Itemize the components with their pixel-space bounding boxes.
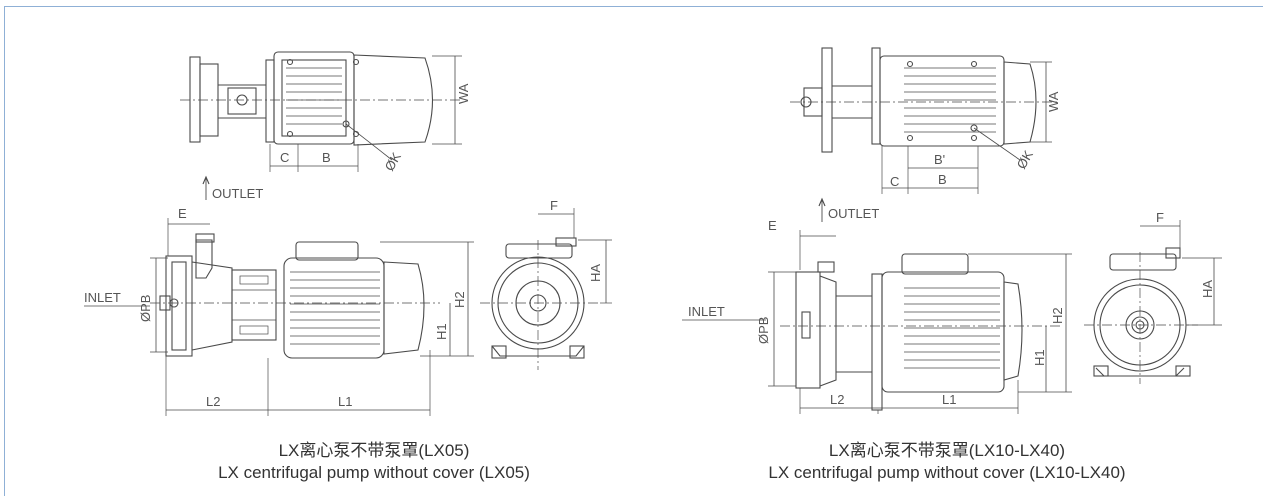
right-outlet-label: OUTLET — [828, 206, 879, 221]
left-top-view — [180, 51, 462, 172]
right-ha-label: HA — [1200, 280, 1215, 298]
right-caption: LX离心泵不带泵罩(LX10-LX40) LX centrifugal pump… — [677, 440, 1217, 484]
right-caption-en: LX centrifugal pump without cover (LX10-… — [768, 463, 1126, 482]
right-inlet-label: INLET — [688, 304, 725, 319]
right-l2-label: L2 — [830, 392, 844, 407]
right-l1-label: L1 — [942, 392, 956, 407]
left-k-label: ØK — [382, 149, 405, 173]
left-caption-en: LX centrifugal pump without cover (LX05) — [218, 463, 530, 482]
left-end-view — [480, 208, 612, 370]
right-h2-label: H2 — [1050, 307, 1065, 324]
right-k-label: ØK — [1014, 147, 1037, 171]
left-h2-label: H2 — [452, 291, 467, 308]
right-wa-label: WA — [1046, 91, 1061, 112]
right-c-label: C — [890, 174, 899, 189]
left-l1-label: L1 — [338, 394, 352, 409]
left-side-view — [84, 218, 474, 416]
right-top-view — [790, 47, 1060, 194]
left-outlet-label: OUTLET — [212, 186, 263, 201]
right-caption-cn: LX离心泵不带泵罩(LX10-LX40) — [828, 441, 1066, 460]
left-ha-label: HA — [588, 264, 603, 282]
left-l2-label: L2 — [206, 394, 220, 409]
left-f-label: F — [550, 198, 558, 213]
right-side-view — [682, 230, 1072, 414]
right-h1-label: H1 — [1032, 349, 1047, 366]
right-f-label: F — [1156, 210, 1164, 225]
right-b-label: B — [938, 172, 947, 187]
left-inlet-label: INLET — [84, 290, 121, 305]
right-pb-label: ØPB — [756, 317, 771, 344]
left-wa-label: WA — [456, 83, 471, 104]
right-end-view — [1084, 220, 1222, 384]
panel-frame — [4, 6, 1263, 496]
right-e-label: E — [768, 218, 777, 233]
left-c-label: C — [280, 150, 289, 165]
left-b-label: B — [322, 150, 331, 165]
left-e-label: E — [178, 206, 187, 221]
right-b-prime-label: B' — [934, 152, 945, 167]
left-caption: LX离心泵不带泵罩(LX05) LX centrifugal pump with… — [104, 440, 644, 484]
left-h1-label: H1 — [434, 323, 449, 340]
left-pb-label: ØPB — [138, 295, 153, 322]
left-caption-cn: LX离心泵不带泵罩(LX05) — [278, 441, 470, 460]
